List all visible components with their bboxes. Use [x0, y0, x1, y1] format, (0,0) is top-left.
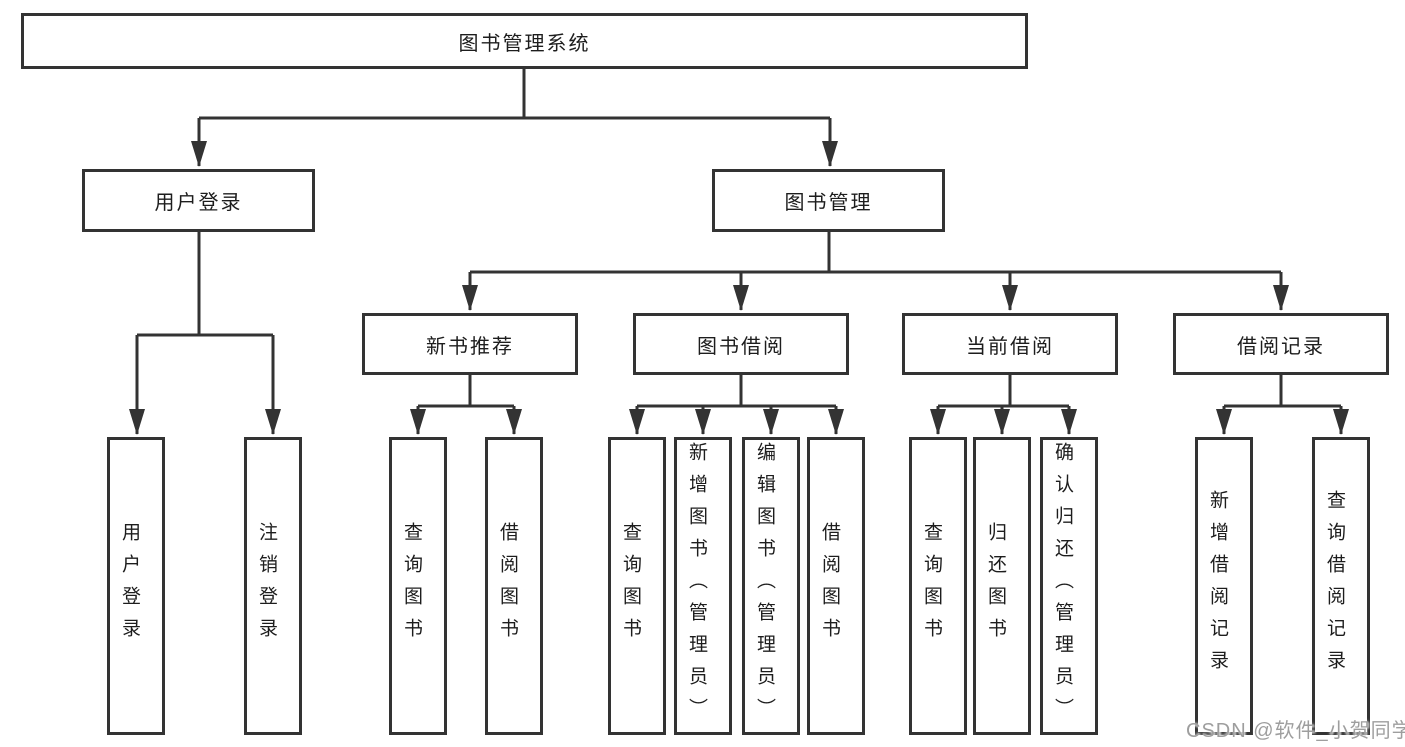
- node-borrow-records: 借阅记录: [1173, 313, 1389, 375]
- leaf-user-login: 用户登录: [107, 437, 165, 735]
- node-system-root-label: 图书管理系统: [458, 32, 591, 55]
- leaf-newbook-borrow-books: 借阅图书: [485, 437, 543, 735]
- leaf-logout-label: 注销登录: [256, 522, 277, 650]
- node-book-borrowing-label: 图书借阅: [697, 335, 785, 358]
- leaf-newbook-query-books-label: 查询图书: [401, 522, 422, 650]
- leaf-query-borrow-record: 查询借阅记录: [1312, 437, 1370, 735]
- leaf-edit-books-admin: 编辑图书（管理员）: [742, 437, 800, 735]
- leaf-borrow-books-label: 借阅图书: [819, 522, 840, 650]
- node-book-management: 图书管理: [712, 169, 945, 232]
- node-system-root: 图书管理系统: [21, 13, 1028, 69]
- leaf-query-borrow-record-label: 查询借阅记录: [1324, 490, 1345, 682]
- node-book-borrowing: 图书借阅: [633, 313, 849, 375]
- node-borrow-records-label: 借阅记录: [1237, 335, 1325, 358]
- csdn-watermark: CSDN @软件_小贺同学: [1186, 720, 1405, 742]
- leaf-add-books-admin-label: 新增图书（管理员）: [686, 442, 707, 730]
- leaf-return-books-label: 归还图书: [985, 522, 1006, 650]
- leaf-current-query-books-label: 查询图书: [921, 522, 942, 650]
- leaf-add-borrow-record: 新增借阅记录: [1195, 437, 1253, 735]
- leaf-user-login-label: 用户登录: [119, 522, 140, 650]
- leaf-return-books: 归还图书: [973, 437, 1031, 735]
- node-new-book-recommend: 新书推荐: [362, 313, 578, 375]
- leaf-newbook-borrow-books-label: 借阅图书: [497, 522, 518, 650]
- leaf-newbook-query-books: 查询图书: [389, 437, 447, 735]
- node-current-borrowing: 当前借阅: [902, 313, 1118, 375]
- leaf-confirm-return-admin: 确认归还（管理员）: [1040, 437, 1098, 735]
- leaf-borrow-books: 借阅图书: [807, 437, 865, 735]
- leaf-current-query-books: 查询图书: [909, 437, 967, 735]
- node-new-book-recommend-label: 新书推荐: [426, 335, 514, 358]
- leaf-add-borrow-record-label: 新增借阅记录: [1207, 490, 1228, 682]
- node-book-management-label: 图书管理: [784, 192, 873, 214]
- leaf-logout: 注销登录: [244, 437, 302, 735]
- leaf-borrow-query-books: 查询图书: [608, 437, 666, 735]
- node-current-borrowing-label: 当前借阅: [966, 335, 1054, 358]
- leaf-borrow-query-books-label: 查询图书: [620, 522, 641, 650]
- leaf-confirm-return-admin-label: 确认归还（管理员）: [1052, 442, 1073, 730]
- leaf-add-books-admin: 新增图书（管理员）: [674, 437, 732, 735]
- node-user-login-label: 用户登录: [154, 192, 243, 214]
- leaf-edit-books-admin-label: 编辑图书（管理员）: [754, 442, 775, 730]
- node-user-login: 用户登录: [82, 169, 315, 232]
